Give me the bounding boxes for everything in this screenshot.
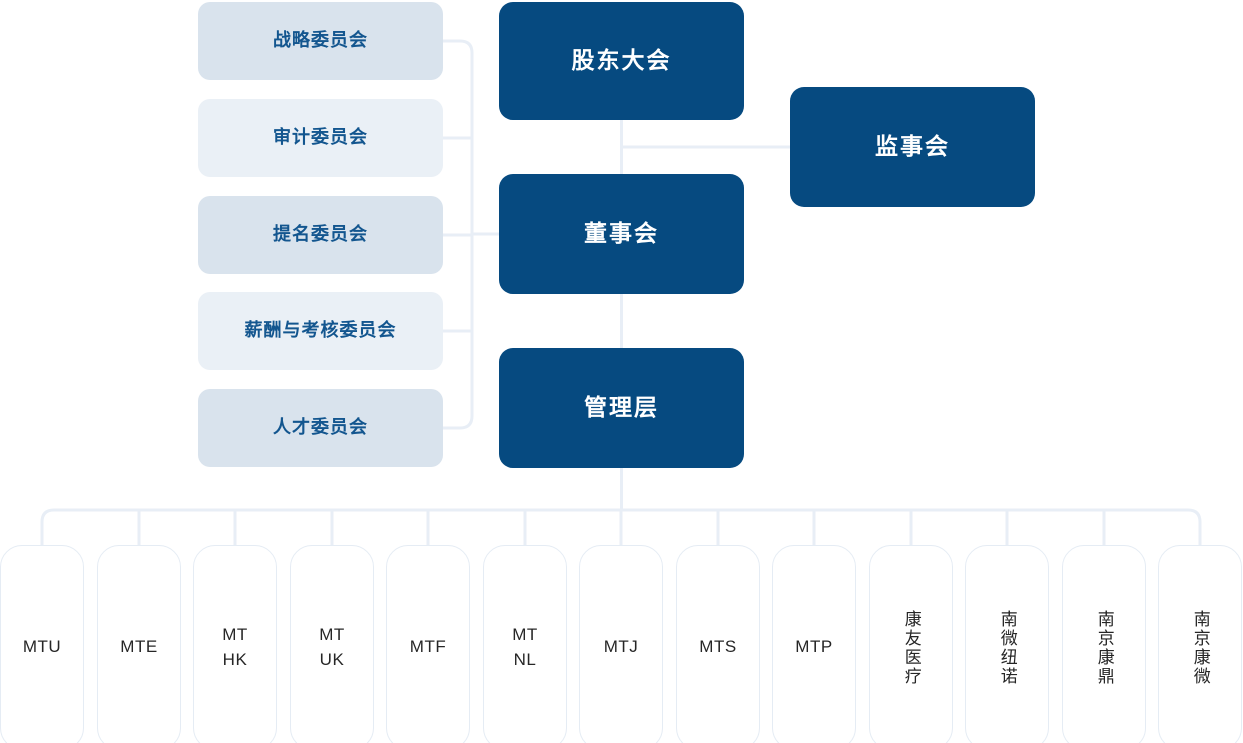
wire-committee-spine: [443, 39, 474, 430]
subsidiary-mtu[interactable]: MTU: [0, 545, 84, 743]
subsidiary-mte[interactable]: MTE: [97, 545, 181, 743]
subsidiary-mtj[interactable]: MTJ: [579, 545, 663, 743]
subsidiary-nanjing-kangwei[interactable]: 南京康微: [1158, 545, 1242, 743]
subsidiary-kangyou-medical[interactable]: 康友医疗: [869, 545, 953, 743]
wire-subsidiary-bus: [40, 508, 1202, 545]
subsidiary-label: MT UK: [319, 624, 345, 669]
subsidiary-mts[interactable]: MTS: [676, 545, 760, 743]
committee-strategy[interactable]: 战略委员会: [198, 2, 443, 80]
subsidiary-label: MTU: [22, 637, 62, 657]
subsidiary-label: MTF: [409, 637, 447, 657]
subsidiary-mtp[interactable]: MTP: [772, 545, 856, 743]
subsidiary-mtuk[interactable]: MT UK: [290, 545, 374, 743]
committee-audit[interactable]: 审计委员会: [198, 99, 443, 177]
subsidiary-label: 康友医疗: [901, 609, 921, 686]
node-label: 股东大会: [571, 47, 672, 74]
subsidiary-label: 南京康鼎: [1094, 609, 1114, 686]
subsidiary-nanjing-kangding[interactable]: 南京康鼎: [1062, 545, 1146, 743]
committee-label: 薪酬与考核委员会: [244, 320, 397, 341]
committee-label: 提名委员会: [273, 224, 368, 245]
committee-nomination[interactable]: 提名委员会: [198, 196, 443, 274]
node-shareholders-meeting[interactable]: 股东大会: [499, 2, 744, 120]
subsidiary-label: 南微纽诺: [997, 609, 1017, 686]
node-label: 监事会: [875, 133, 950, 160]
subsidiary-label: MTE: [120, 637, 158, 657]
node-supervisory-board[interactable]: 监事会: [790, 87, 1035, 207]
subsidiary-label: MT NL: [512, 624, 538, 669]
committee-label: 审计委员会: [273, 127, 368, 148]
subsidiary-mtnl[interactable]: MT NL: [483, 545, 567, 743]
subsidiary-nanwei-niunuo[interactable]: 南微纽诺: [965, 545, 1049, 743]
subsidiary-label: MTP: [795, 637, 833, 657]
node-label: 管理层: [584, 394, 659, 421]
subsidiary-label: MTJ: [603, 637, 639, 657]
node-management[interactable]: 管理层: [499, 348, 744, 468]
committee-label: 人才委员会: [273, 417, 368, 438]
subsidiary-label: MT HK: [222, 624, 248, 669]
committee-talent[interactable]: 人才委员会: [198, 389, 443, 467]
subsidiary-label: 南京康微: [1190, 609, 1210, 686]
committee-remuneration-appraisal[interactable]: 薪酬与考核委员会: [198, 292, 443, 370]
subsidiary-mtf[interactable]: MTF: [386, 545, 470, 743]
subsidiary-label: MTS: [699, 637, 737, 657]
node-label: 董事会: [584, 220, 659, 247]
node-board-of-directors[interactable]: 董事会: [499, 174, 744, 294]
committee-label: 战略委员会: [273, 30, 368, 51]
subsidiary-mthk[interactable]: MT HK: [193, 545, 277, 743]
